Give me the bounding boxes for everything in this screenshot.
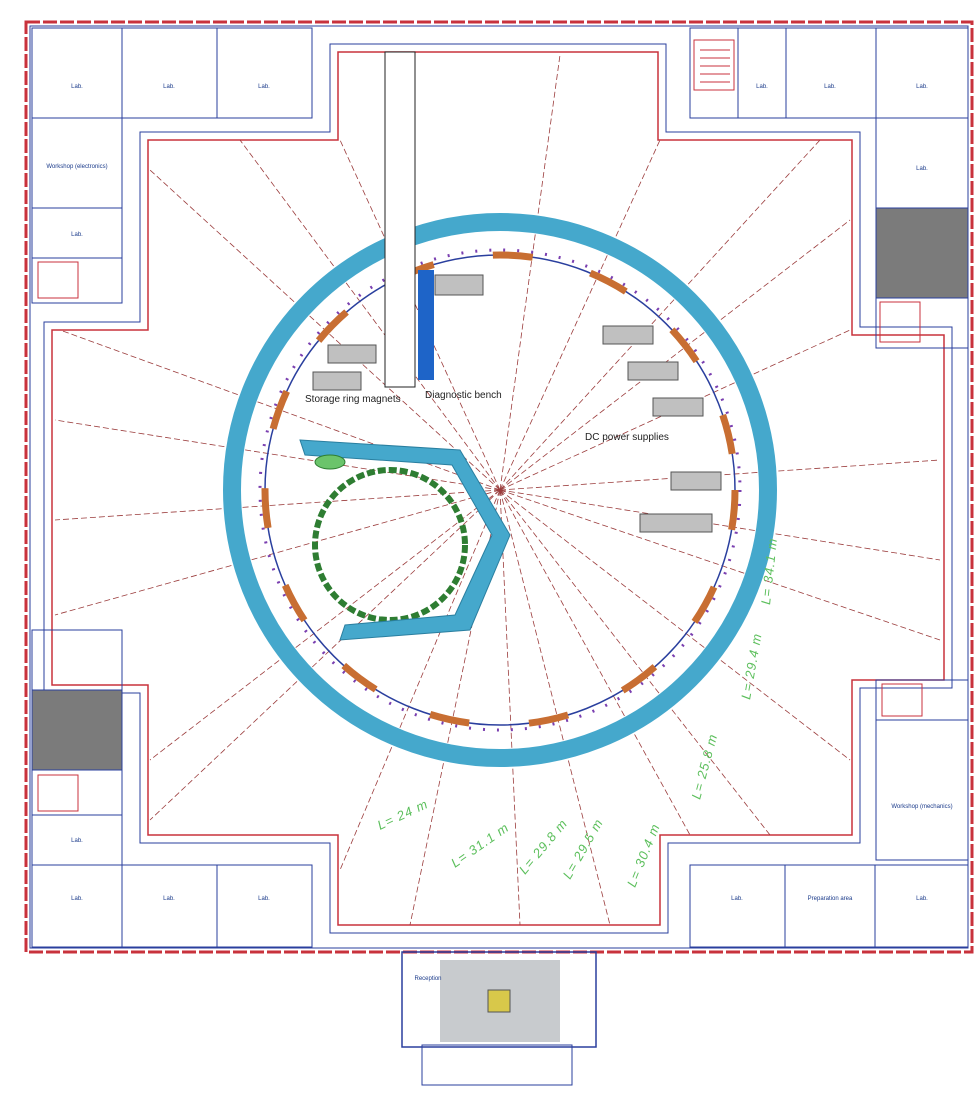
label-diagnostic-bench: Diagnostic bench xyxy=(425,390,502,401)
booster-ring xyxy=(312,467,468,623)
booster-shield xyxy=(299,439,511,641)
room-label-top-2: Lab. xyxy=(163,84,175,90)
label-storage-ring-magnets: Storage ring magnets xyxy=(305,394,401,405)
bottom-rooms xyxy=(31,864,969,948)
room-label-bottom-6: Lab. xyxy=(916,896,928,902)
room-label-top-5: Lab. xyxy=(824,84,836,90)
storage-ring-dots xyxy=(258,248,742,732)
room-label-right-1: Lab. xyxy=(916,166,928,172)
room-label-bottom-3: Lab. xyxy=(258,896,270,902)
top-rooms xyxy=(31,27,969,119)
right-rooms xyxy=(875,117,969,861)
diagnostic-cabinet xyxy=(418,270,434,380)
shield-wall xyxy=(223,213,777,767)
room-label-top-3: Lab. xyxy=(258,84,270,90)
entrance-annex: Reception xyxy=(401,951,597,1086)
room-label-bottom-4: Lab. xyxy=(731,896,743,902)
label-dc-power-supplies: DC power supplies xyxy=(585,432,669,443)
storage-ring-magnets xyxy=(261,251,739,729)
room-label-bottom-5: Preparation area xyxy=(808,896,853,902)
room-label-left-1: Workshop (electronics) xyxy=(46,164,107,170)
room-label-top-1: Lab. xyxy=(71,84,83,90)
room-label-top-6: Lab. xyxy=(916,84,928,90)
outer-wall-inner xyxy=(29,25,969,949)
corridor-wall xyxy=(43,43,953,934)
room-label-bottom-1: Lab. xyxy=(71,896,83,902)
room-label-right-2: Workshop (mechanics) xyxy=(891,804,952,810)
left-rooms xyxy=(31,117,123,866)
room-label-left-3: Lab. xyxy=(71,838,83,844)
beam-length-8: L= 34.1 m xyxy=(758,537,780,605)
diagnostic-bench xyxy=(384,51,416,388)
room-label-bottom-2: Lab. xyxy=(163,896,175,902)
room-label-left-2: Lab. xyxy=(71,232,83,238)
power-supply-boxes xyxy=(312,274,722,533)
linac xyxy=(314,454,346,470)
room-label-reception: Reception xyxy=(414,976,441,982)
room-label-top-4: Lab. xyxy=(756,84,768,90)
